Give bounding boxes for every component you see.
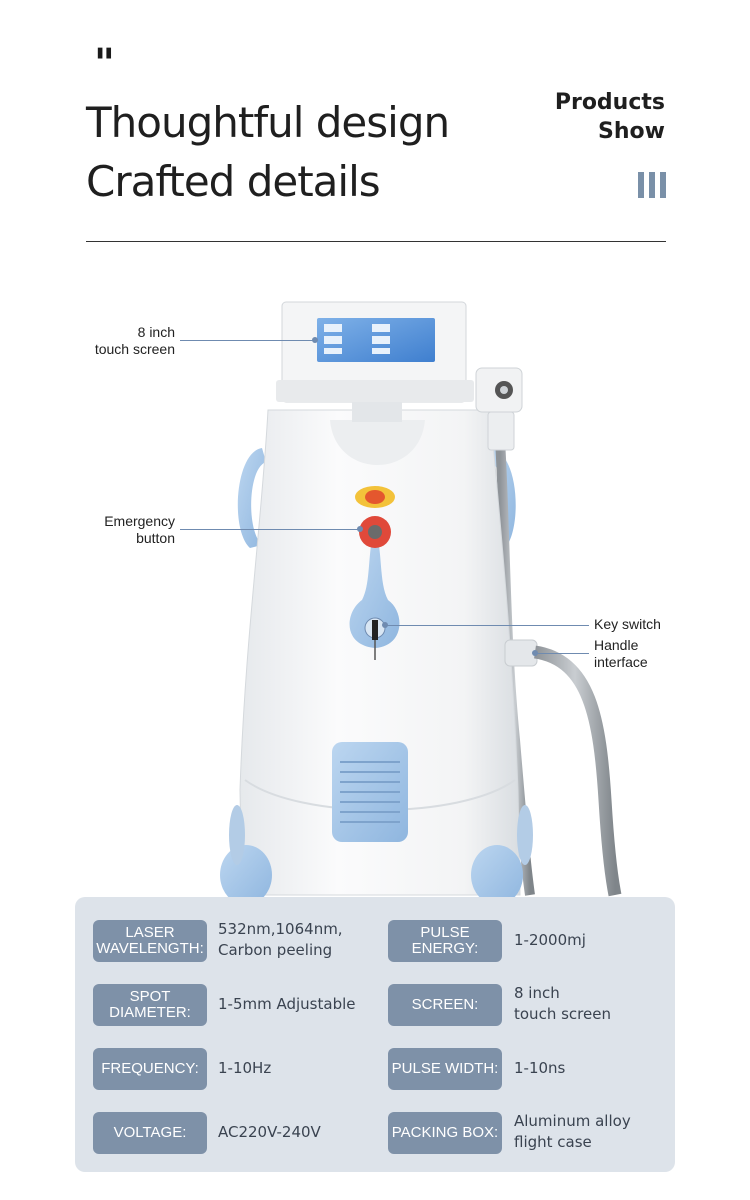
spec-label-spot-diameter: SPOT DIAMETER: [93, 984, 207, 1026]
products-show-title: Products Show [554, 90, 665, 144]
spec-label-frequency: FREQUENCY: [93, 1048, 207, 1090]
callout-key-line [385, 625, 589, 626]
headline-line-2: Crafted details [86, 157, 381, 206]
spec-label-pulse-width: PULSE WIDTH: [388, 1048, 502, 1090]
spec-label-laser-wavelength: LASER WAVELENGTH: [93, 920, 207, 962]
spec-value-pulse-width: 1-10ns [514, 1059, 566, 1077]
callout-screen: 8 inch touch screen [94, 324, 175, 357]
spec-value-voltage: AC220V-240V [218, 1123, 321, 1141]
spec-value-packing-box: Aluminum alloy flight case [514, 1112, 631, 1151]
bars-icon [638, 172, 666, 198]
spec-label-packing-box: PACKING BOX: [388, 1112, 502, 1154]
callout-emergency-dot [357, 526, 363, 532]
spec-label-pulse-energy: PULSE ENERGY: [388, 920, 502, 962]
spec-panel: LASER WAVELENGTH: 532nm,1064nm, Carbon p… [75, 897, 675, 1172]
callout-handle-line [535, 653, 589, 654]
callout-key-switch: Key switch [594, 616, 661, 632]
callout-key-dot [382, 622, 388, 628]
callout-emergency: Emergency button [104, 513, 175, 546]
callout-handle-dot [532, 650, 538, 656]
quote-mark: " [94, 40, 115, 87]
spec-label-voltage: VOLTAGE: [93, 1112, 207, 1154]
callout-handle: Handle interface [594, 637, 648, 670]
spec-value-frequency: 1-10Hz [218, 1059, 272, 1077]
laser-machine-illustration [220, 301, 622, 900]
spec-value-pulse-energy: 1-2000mj [514, 931, 586, 949]
spec-label-screen: SCREEN: [388, 984, 502, 1026]
spec-value-laser-wavelength: 532nm,1064nm, Carbon peeling [218, 920, 343, 959]
headline-line-1: Thoughtful design [86, 98, 450, 147]
callout-screen-dot [312, 337, 318, 343]
header-divider [86, 241, 666, 242]
callout-emergency-line [180, 529, 360, 530]
spec-value-screen: 8 inch touch screen [514, 984, 611, 1023]
callout-screen-line [180, 340, 315, 341]
spec-value-spot-diameter: 1-5mm Adjustable [218, 995, 356, 1013]
